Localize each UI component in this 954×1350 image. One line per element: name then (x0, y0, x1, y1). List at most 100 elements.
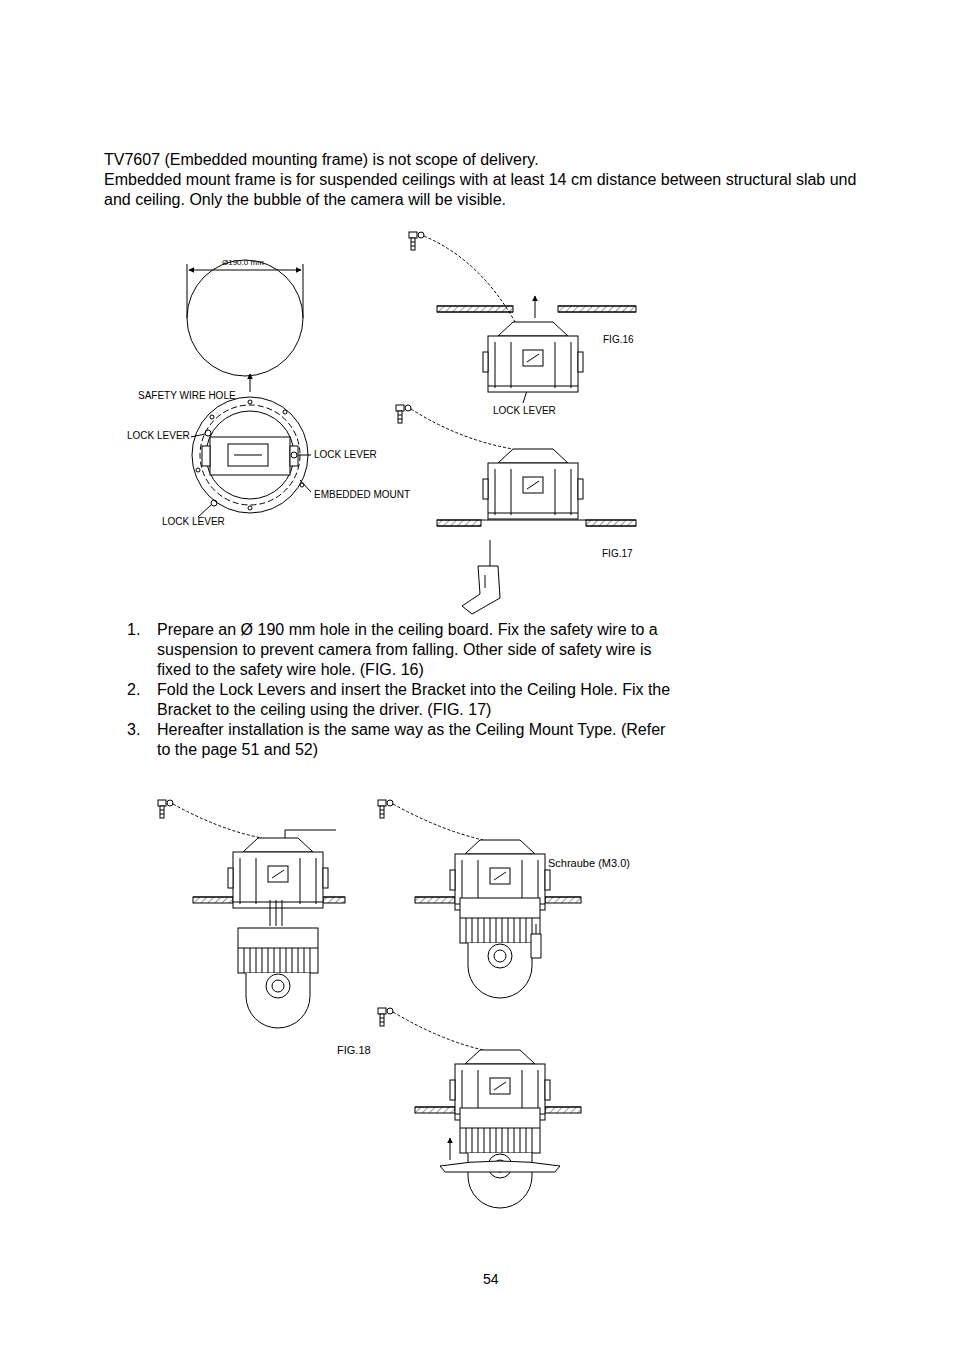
hole-outline (250, 374, 251, 392)
fig16-illustration (558, 306, 636, 312)
embedded-mount-top-view (283, 410, 287, 414)
fig17-illustration (586, 526, 636, 527)
fig18-illustration (270, 900, 271, 926)
leader-line (300, 480, 311, 492)
fig18-illustration (393, 1012, 483, 1050)
step-number: 1. (127, 620, 157, 640)
fig18-illustration (460, 898, 540, 998)
fig16-illustration (558, 312, 636, 313)
fig16-illustration (437, 306, 513, 312)
leader-line (198, 505, 211, 517)
embedded-mount-top-view (234, 455, 262, 456)
step-number: 2. (127, 680, 157, 700)
part-label: LOCK LEVER (493, 405, 556, 417)
fig18-illustration (415, 897, 455, 898)
fig18-illustration (158, 800, 345, 1028)
embedded-mount-top-view (290, 446, 298, 466)
embedded-mount-top-view (202, 446, 210, 466)
embedded-mount-top-view (192, 397, 308, 513)
fig18-illustration (545, 1107, 581, 1113)
fig18-illustration (193, 897, 233, 903)
fig18-illustration (158, 800, 173, 818)
embedded-mount-top-view (291, 452, 297, 458)
fig18-illustration (228, 838, 328, 908)
embedded-mount-top-view (248, 400, 252, 404)
embedded-mount-top-view (228, 444, 268, 466)
fig18-illustration (545, 1107, 581, 1108)
list-item: 1.Prepare an Ø 190 mm hole in the ceilin… (127, 620, 677, 680)
fig18-illustration (282, 900, 283, 926)
step-text: Hereafter installation is the same way a… (157, 720, 677, 760)
fig18-illustration (393, 804, 483, 840)
fig17-illustration (462, 566, 500, 614)
fig18-illustration (415, 1107, 455, 1113)
step-number: 3. (127, 720, 157, 740)
fig18-illustration (378, 800, 581, 998)
fig18-illustration (193, 897, 233, 898)
fig16-illustration (424, 236, 515, 322)
leader-line (191, 372, 533, 517)
embedded-mount-top-view (211, 500, 217, 506)
figure-label: FIG.16 (603, 334, 634, 346)
fig16-illustration (483, 322, 583, 392)
fig18-illustration (531, 934, 541, 958)
hole-outline (187, 260, 303, 392)
part-label: LOCK LEVER (127, 430, 190, 442)
intro-text: Embedded mount frame is for suspended ce… (104, 170, 869, 210)
fig17-illustration (396, 405, 411, 423)
part-label: LOCK LEVER (314, 449, 377, 461)
fig17-illustration (437, 526, 481, 527)
fig17-illustration (396, 405, 636, 614)
fig17-illustration (490, 540, 491, 566)
fig18-illustration (323, 897, 345, 903)
fig18-illustration (378, 800, 393, 818)
embedded-mount-top-view (205, 430, 211, 436)
fig18-illustration (415, 1107, 455, 1108)
instruction-list: 1.Prepare an Ø 190 mm hole in the ceilin… (127, 620, 677, 760)
fig18-illustration (536, 924, 537, 934)
dimension-label: Ø190.0 mm (222, 258, 264, 268)
list-item: 2.Fold the Lock Levers and insert the Br… (127, 680, 677, 720)
fig17-illustration (437, 520, 636, 521)
fig18-illustration (173, 804, 262, 838)
part-label: LOCK LEVER (162, 516, 225, 528)
fig18-illustration (545, 897, 581, 903)
embedded-mount-top-view (200, 405, 300, 505)
embedded-mount-top-view (210, 415, 214, 419)
figure-label: FIG.17 (602, 548, 633, 560)
embedded-mount-top-view (248, 506, 252, 510)
fig17-illustration (483, 449, 583, 519)
leader-line (298, 455, 311, 456)
fig18-illustration (460, 1108, 540, 1208)
fig17-illustration (586, 520, 636, 526)
fig16-illustration (437, 306, 513, 307)
part-label: SAFETY WIRE HOLE (138, 390, 236, 402)
fig18-illustration (545, 897, 581, 898)
hole-outline (187, 260, 303, 376)
fig16-illustration (535, 296, 536, 318)
embedded-mount-top-view (196, 468, 200, 472)
fig16-illustration (409, 232, 424, 250)
fig18-illustration (285, 830, 336, 838)
embedded-mount-top-view (210, 437, 290, 475)
leader-line (191, 434, 205, 437)
fig18-illustration (450, 1138, 451, 1160)
fig17-illustration (437, 520, 481, 526)
list-item: 3.Hereafter installation is the same way… (127, 720, 677, 760)
intro-text: TV7607 (Embedded mounting frame) is not … (104, 150, 904, 170)
fig18-illustration (378, 1008, 393, 1026)
page-number: 54 (483, 1271, 499, 1288)
screw-label: Schraube (M3.0) (548, 857, 630, 870)
fig18-illustration (323, 897, 345, 898)
embedded-mount-top-view (192, 397, 308, 513)
fig16-illustration (437, 312, 513, 313)
step-text: Prepare an Ø 190 mm hole in the ceiling … (157, 620, 677, 680)
fig16-illustration (558, 306, 636, 307)
fig17-illustration (485, 575, 486, 588)
step-text: Fold the Lock Levers and insert the Brac… (157, 680, 677, 720)
figure-label: FIG.18 (337, 1044, 371, 1057)
fig18-illustration (276, 900, 277, 926)
fig18-illustration (440, 1161, 560, 1172)
hole-outline (189, 270, 301, 271)
fig18-illustration (378, 1008, 581, 1208)
